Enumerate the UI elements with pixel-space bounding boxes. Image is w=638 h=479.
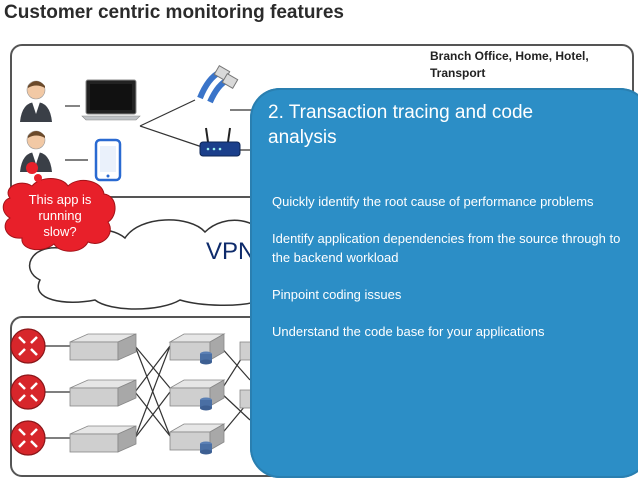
feature-bullet: Pinpoint coding issues — [272, 287, 402, 302]
server-icon — [69, 425, 137, 453]
ethernet-cable-icon — [197, 64, 239, 104]
feature-panel — [250, 88, 638, 478]
feature-bullet: Identify application dependencies from t… — [272, 231, 621, 265]
connection-lines — [45, 99, 255, 439]
slow-app-callout — [2, 178, 116, 252]
server-icon — [69, 379, 137, 407]
vpn-label: VPN — [206, 238, 256, 265]
feature-bullet: Understand the code base for your applic… — [272, 324, 545, 339]
feature-bullet: Quickly identify the root cause of perfo… — [272, 194, 594, 209]
wifi-router-icon — [199, 127, 241, 157]
thought-bubble-dot — [34, 174, 42, 182]
database-server-icon — [168, 333, 226, 365]
user-icon — [20, 80, 52, 122]
feature-panel-title: 2. Transaction tracing and code analysis — [268, 102, 534, 148]
feature-panel-body: Quickly identify the root cause of perfo… — [272, 192, 622, 359]
database-server-icon — [168, 379, 226, 411]
thought-bubble-dot — [26, 162, 38, 174]
mobile-phone-icon — [94, 138, 122, 182]
slide-title: Customer centric monitoring features — [4, 2, 344, 23]
branch-location-label: Branch Office, Home, Hotel, Transport — [430, 49, 589, 80]
router-icon — [10, 328, 46, 364]
server-icon — [69, 333, 137, 361]
database-server-icon — [168, 423, 226, 455]
router-icon — [10, 420, 46, 456]
laptop-icon — [81, 79, 141, 121]
slow-app-callout-text: This app is running slow? — [28, 192, 92, 239]
router-icon — [10, 374, 46, 410]
